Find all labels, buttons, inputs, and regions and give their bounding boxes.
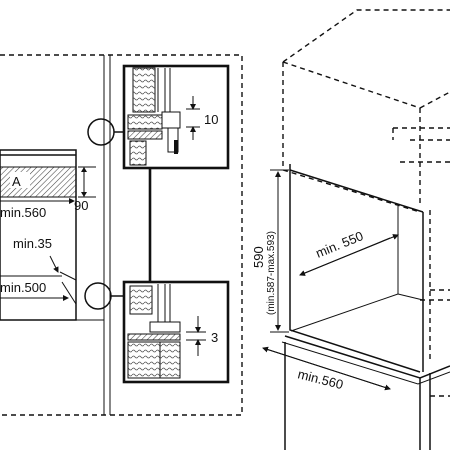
detail-connectors	[84, 118, 152, 310]
dim-min560-left-label: min.560	[0, 205, 46, 220]
panel-a-label: A	[12, 174, 21, 189]
detail-box-bottom: 3	[122, 280, 230, 384]
niche-depth-label: min. 550	[314, 228, 366, 261]
niche-height-range-label: (min.587-max.593)	[266, 231, 277, 315]
niche-width-label: min.560	[296, 366, 345, 392]
niche-height-label: 590	[251, 246, 266, 268]
detail-top-gap-label: 10	[204, 112, 218, 127]
niche-3d: 590 (min.587-max.593) min. 550 min.560	[251, 9, 450, 450]
side-section: A 90 min.560 min.35 min.500	[0, 54, 243, 416]
detail-frame-bottom	[122, 280, 230, 384]
dim-min500-label: min.500	[0, 280, 46, 295]
dim-90-label: 90	[74, 198, 88, 213]
detail-box-top: 10	[122, 64, 230, 170]
dim-min35-label: min.35	[13, 236, 52, 251]
detail-marker-bottom	[84, 282, 112, 310]
detail-frame-top	[122, 64, 230, 170]
detail-bottom-gap-label: 3	[211, 330, 218, 345]
outer-dashed-boundary	[0, 54, 243, 416]
